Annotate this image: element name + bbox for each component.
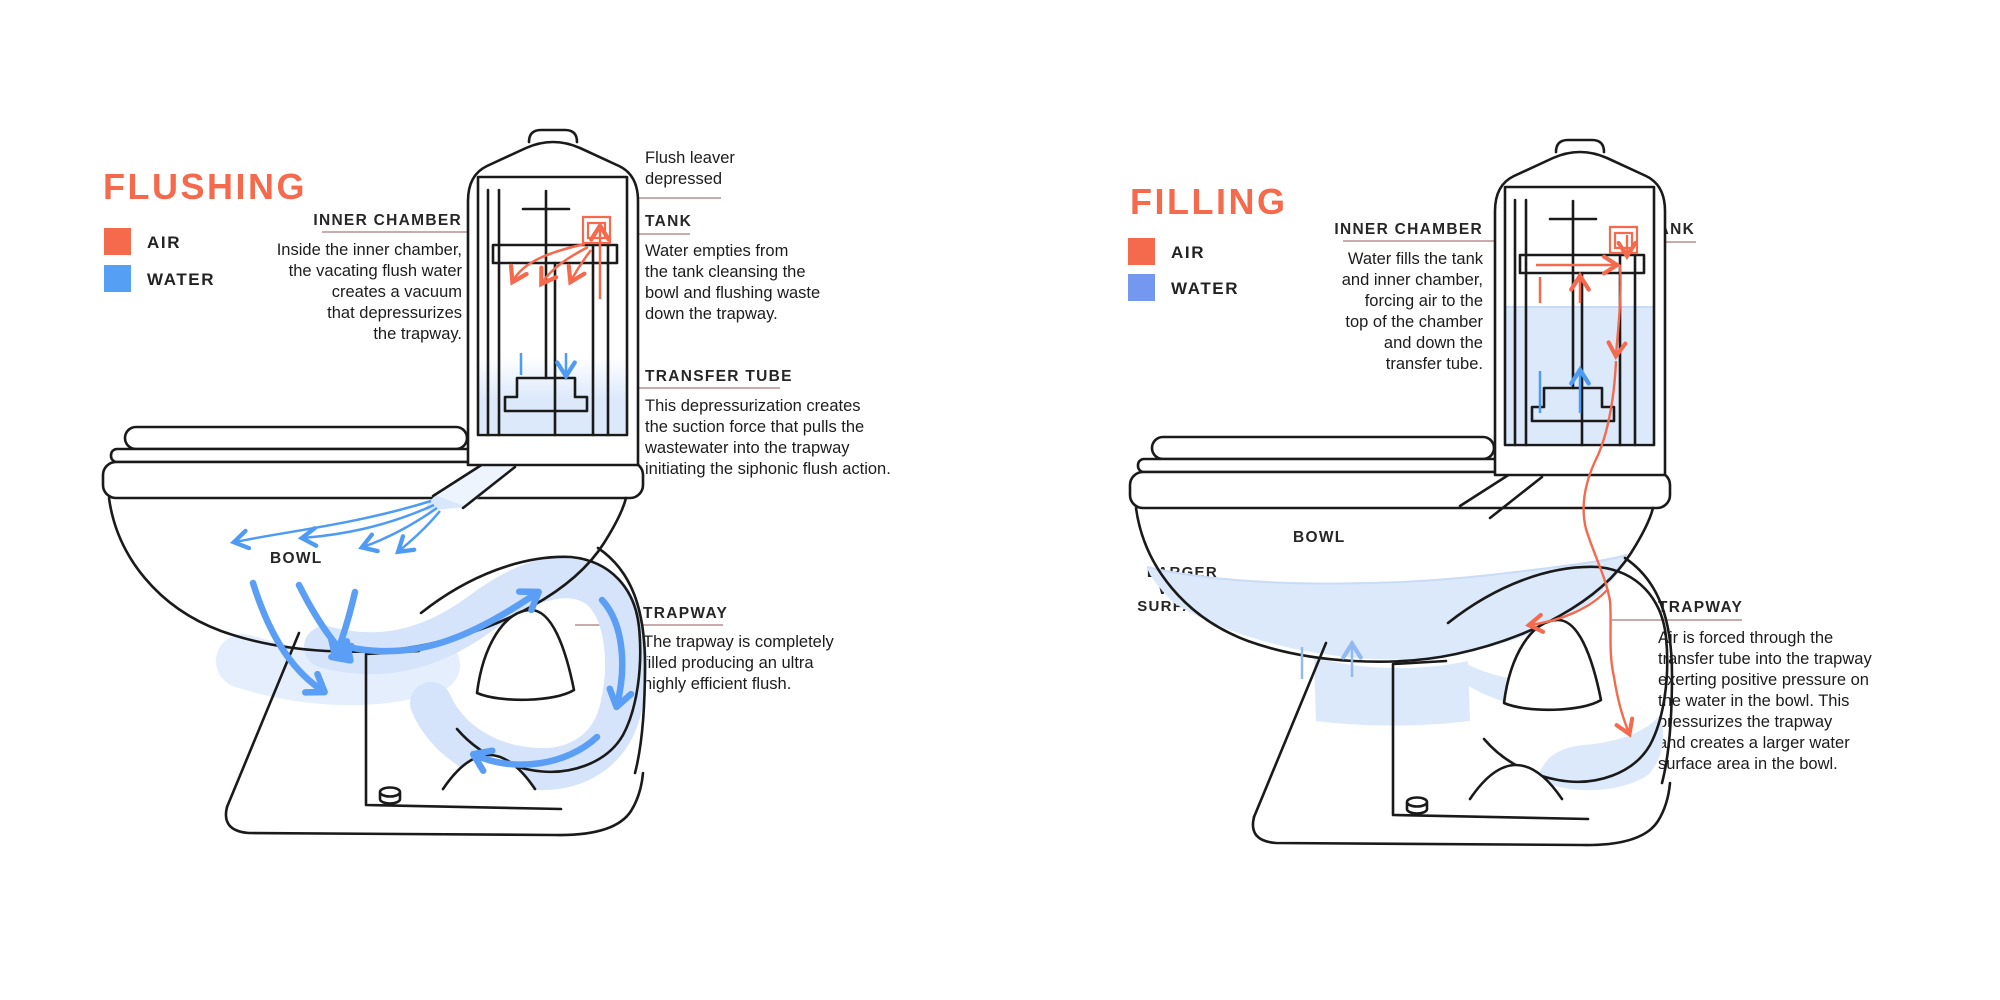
bowl-water-level — [1146, 554, 1628, 585]
trapway-outline — [419, 555, 642, 774]
air-trapway-flow — [1582, 360, 1635, 738]
trapway-water — [304, 556, 648, 791]
trapway-outline — [1446, 565, 1669, 784]
air-branch-arrow — [1525, 588, 1609, 634]
pedestal-left-edge — [225, 631, 301, 809]
flush-flow-arrows — [249, 579, 635, 775]
air-legend-swatch — [1128, 238, 1155, 265]
pedestal-left-edge — [1252, 641, 1328, 819]
air-fan-arrow — [566, 249, 593, 286]
toilet-seat — [109, 447, 479, 464]
bowl-outline — [1134, 506, 1655, 663]
under-bowl-water — [216, 634, 460, 706]
trap-frame — [1391, 659, 1590, 821]
transfer-tube-description: This depressurization creates the suctio… — [645, 397, 891, 478]
air-fan-arrow — [539, 245, 589, 288]
transfer-tube-label: TRANSFER TUBE — [645, 368, 793, 385]
air-legend-label: AIR — [147, 233, 182, 252]
air-up-arrows — [1538, 277, 1580, 303]
air-legend-label: AIR — [1171, 243, 1206, 262]
water-legend-swatch — [104, 265, 131, 292]
filling-title: FILLING — [1130, 181, 1288, 222]
flush-lever-note: Flush leaver depressed — [645, 149, 735, 188]
water-legend-label: WATER — [1171, 279, 1240, 298]
tank-label: TANK — [645, 213, 693, 230]
trap-bottom-water — [1538, 715, 1664, 791]
tank-description: Water empties from the tank cleansing th… — [645, 242, 821, 323]
air-legend-swatch — [104, 228, 131, 255]
right-silhouette — [1623, 556, 1674, 785]
transfer-tube-leader-line — [600, 387, 780, 389]
tank-lid-knob — [527, 128, 579, 144]
inlet-highlight — [435, 464, 515, 509]
flushing-toilet-drawing — [101, 128, 648, 837]
pressure-up-arrows — [1300, 645, 1352, 679]
water-legend-label: WATER — [147, 270, 216, 289]
toilet-lid — [1150, 435, 1496, 461]
flushing-title: FLUSHING — [103, 166, 307, 207]
inner-chamber-label: INNER CHAMBER — [313, 212, 462, 229]
trapway-leader-line — [1612, 619, 1742, 621]
flush-rod — [521, 189, 571, 380]
bowl-water — [1147, 555, 1627, 660]
inner-chamber-description: Water fills the tank and inner chamber, … — [1341, 250, 1483, 373]
trapway-weir — [475, 608, 576, 702]
inner-chamber-leader-line — [322, 231, 512, 233]
rim-inlet-channel — [1458, 472, 1544, 520]
filling-toilet-drawing — [1128, 138, 1674, 847]
inner-chamber-walls — [486, 188, 610, 437]
bowl-rinse-arrow — [394, 510, 441, 555]
bowl-rinse-arrow — [358, 506, 438, 554]
inner-chamber-leader-line — [1343, 240, 1539, 242]
toilet-rim — [101, 460, 645, 500]
bowl-rinse-arrow — [229, 499, 432, 551]
base-outline — [224, 771, 645, 837]
water-down-arrows — [519, 353, 566, 375]
trapway-weir — [1502, 618, 1603, 712]
flush-lever-leader-line — [563, 197, 721, 199]
jet-wedge — [423, 495, 467, 511]
trapway-description: The trapway is completely filled produci… — [643, 633, 834, 693]
bolt-cap — [1405, 796, 1429, 815]
tank-water — [479, 357, 626, 433]
trapway-leader-line — [575, 624, 723, 626]
bowl-label: BOWL — [270, 550, 323, 567]
bolt-cap — [378, 786, 402, 805]
inner-chamber-label: INNER CHAMBER — [1334, 221, 1483, 238]
tank-inner-wall — [476, 175, 629, 437]
inner-chamber-description: Inside the inner chamber, the vacating f… — [276, 241, 462, 343]
bowl-rinse-arrow — [297, 503, 435, 548]
base-outline — [1251, 781, 1672, 847]
trapway-label: TRAPWAY — [643, 605, 729, 622]
tank-lid-knob — [1554, 138, 1606, 154]
tank-inner-wall — [1503, 185, 1656, 447]
toilet-seat — [1136, 457, 1506, 474]
trapway-label: TRAPWAY — [1658, 599, 1744, 616]
water-up-arrows — [1538, 371, 1580, 413]
water-legend-swatch — [1128, 274, 1155, 301]
toilet-lid — [123, 425, 469, 451]
base-arch — [1468, 763, 1564, 801]
tank-leader-line — [628, 233, 690, 235]
air-fan-arrow — [508, 242, 586, 286]
right-silhouette — [596, 546, 647, 775]
rim-inlet-channel — [431, 462, 517, 510]
air-tube-flow — [1606, 264, 1628, 360]
bowl-label: BOWL — [1293, 529, 1346, 546]
